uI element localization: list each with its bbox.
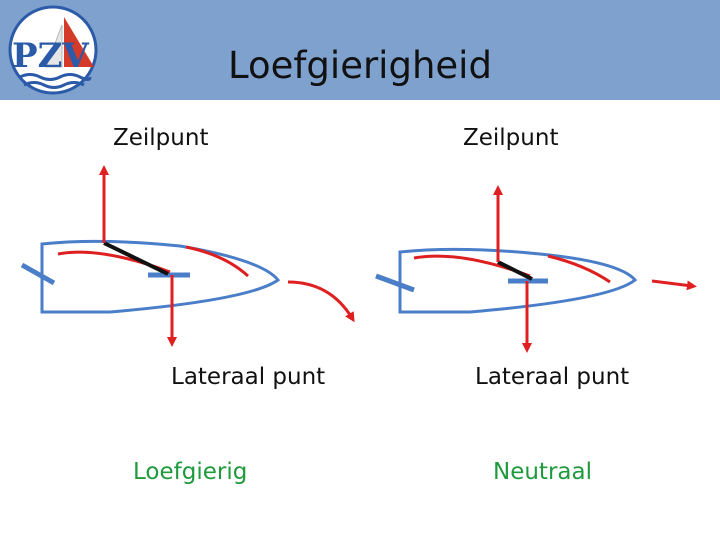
left-turn-arrow [287,280,355,323]
right-rudder [375,273,415,293]
right-boom [497,260,533,281]
right-headsail [547,254,611,284]
header-bar: PZV [0,0,720,100]
right-hull-outline [398,247,638,314]
right-mainsail [413,254,531,278]
left-bottom-label: Lateraal punt [171,364,326,390]
left-top-label: Zeilpunt [113,125,209,151]
right-bottom-label: Lateraal punt [475,364,630,390]
left-boom [103,241,169,276]
pzv-logo: PZV [8,5,98,95]
left-rudder [20,262,56,286]
left-headsail [185,245,250,278]
right-top-label: Zeilpunt [463,125,559,151]
left-hull-outline [40,239,281,314]
left-boat-diagram [20,165,355,347]
right-straight-arrow [651,279,697,291]
right-boat-diagram [375,185,697,353]
right-caption: Neutraal [493,459,592,485]
left-caption: Loefgierig [133,459,248,485]
slide-title: Loefgierigheid [228,44,492,87]
svg-text:PZV: PZV [12,36,89,76]
